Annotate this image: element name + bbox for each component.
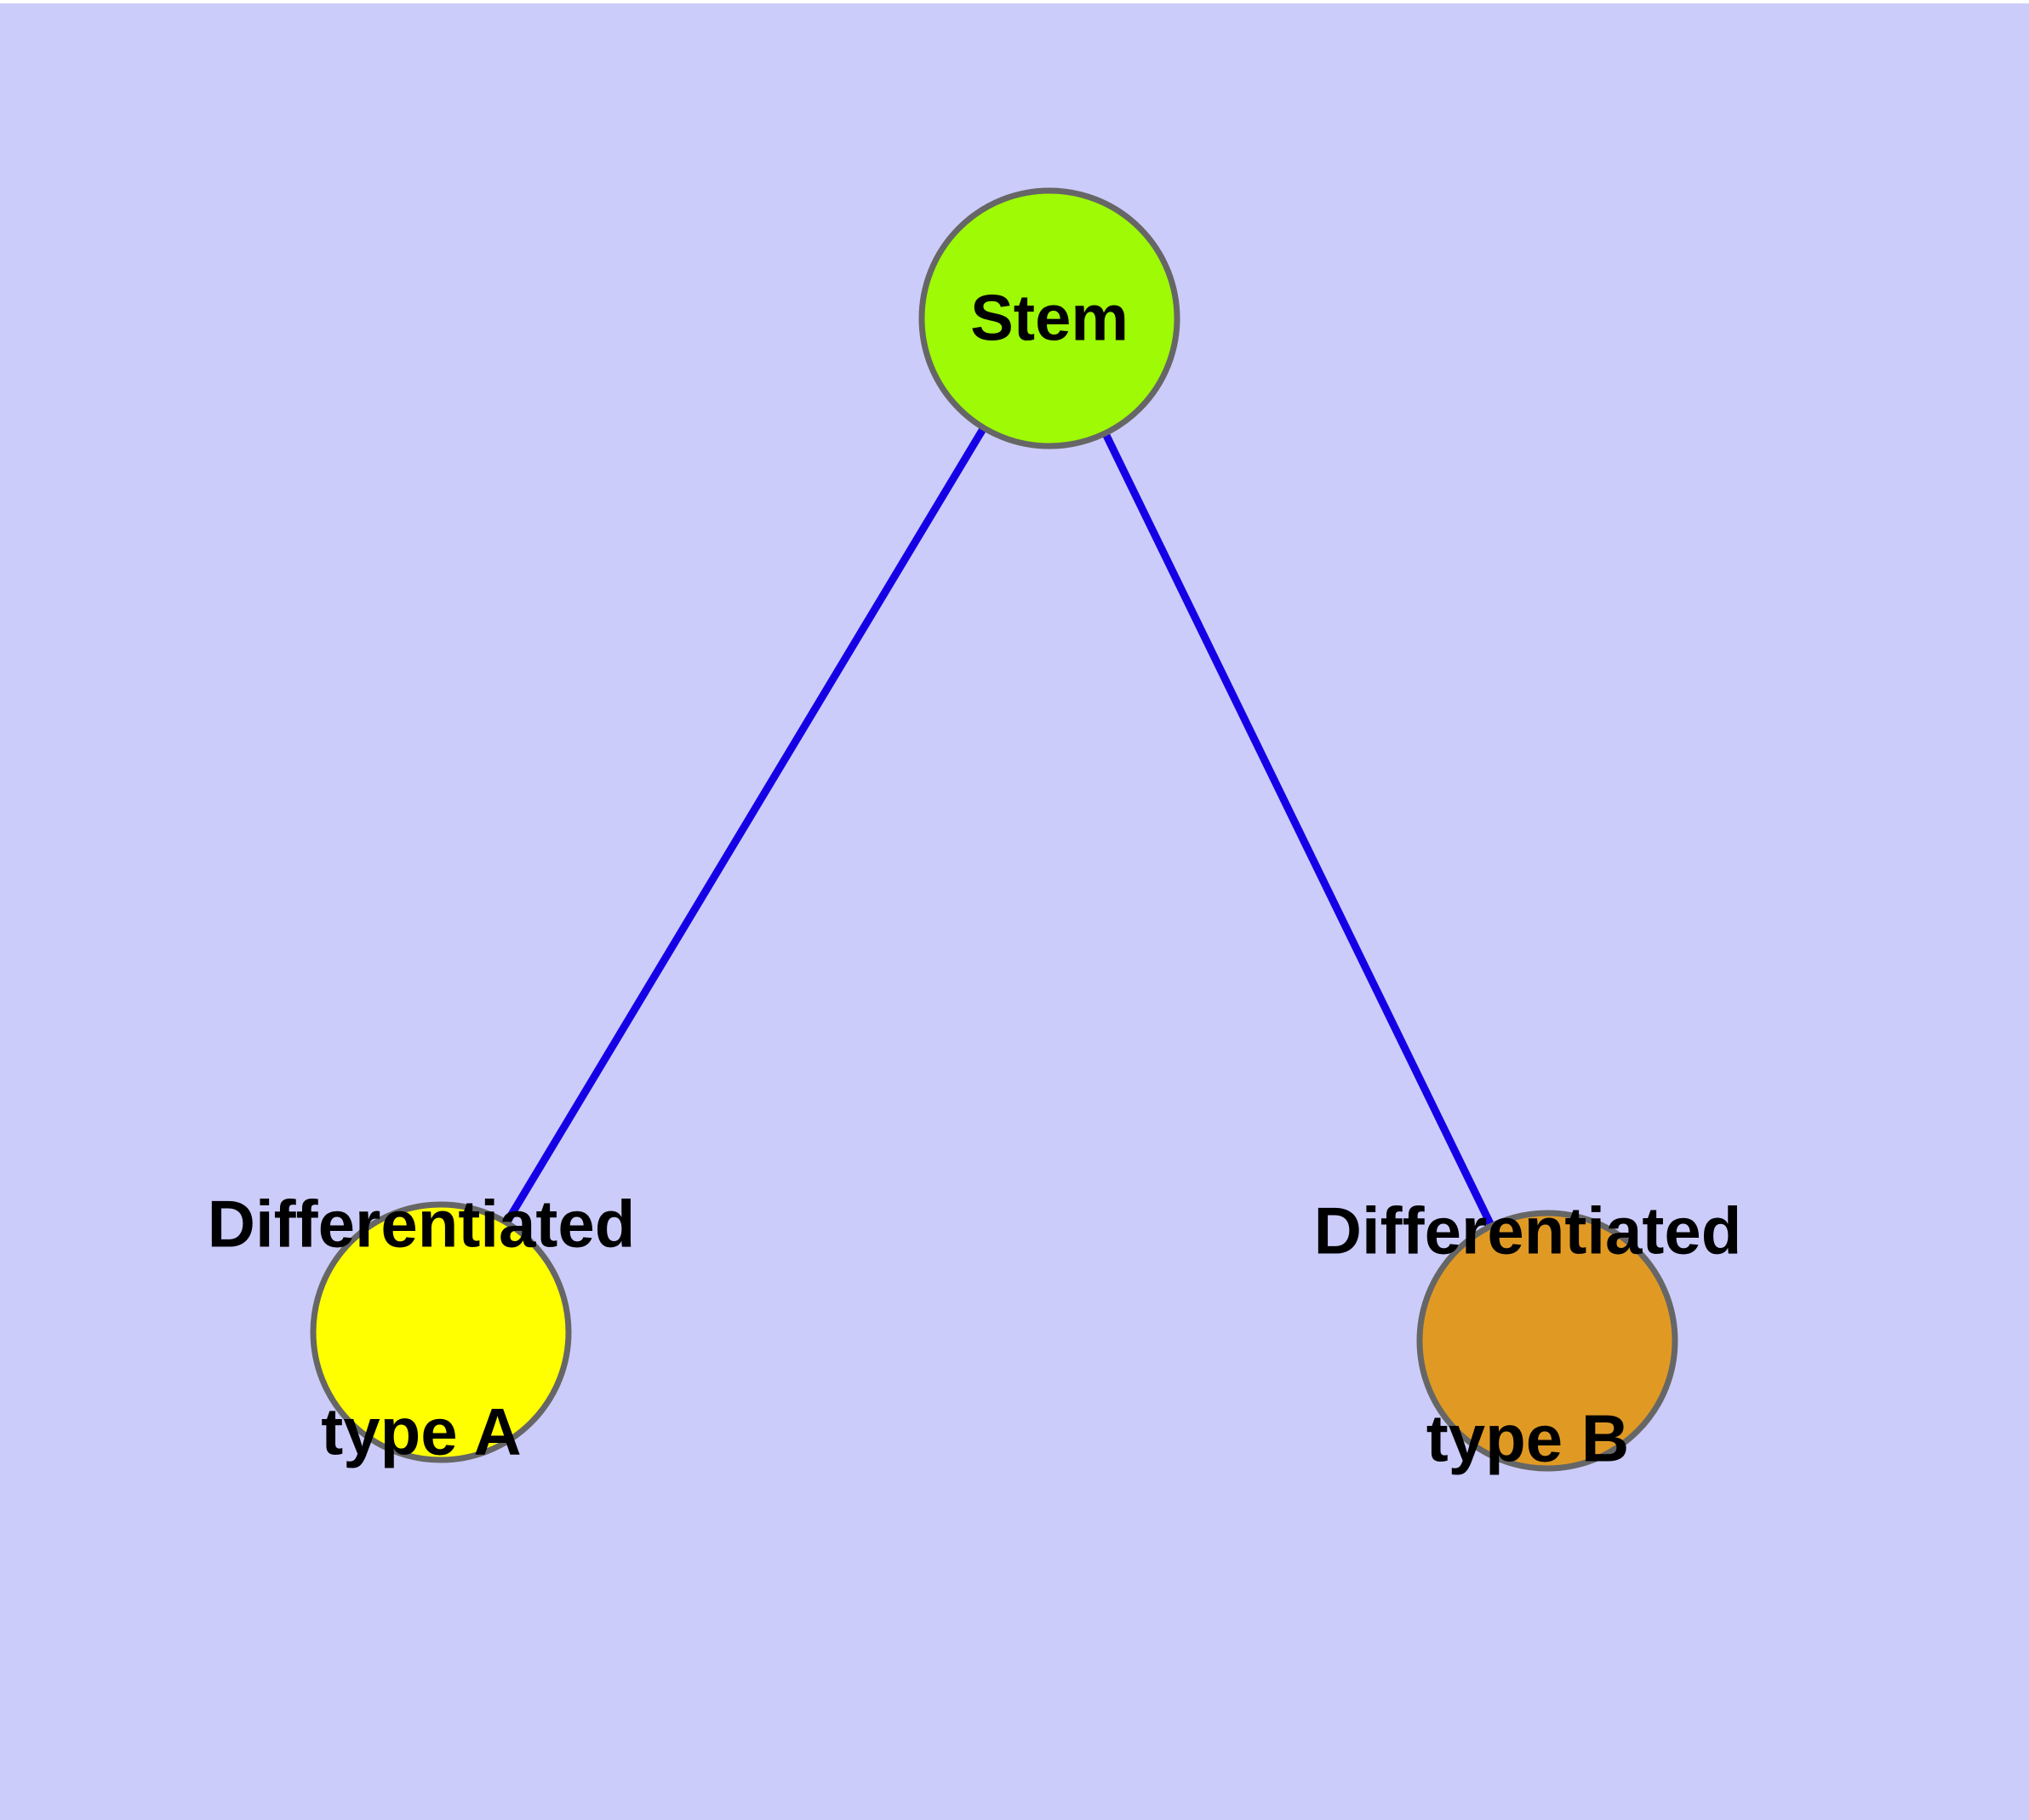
node-layer bbox=[310, 187, 1678, 1472]
node-differentiated-type-b[interactable] bbox=[1416, 1210, 1678, 1472]
edge-layer bbox=[437, 316, 1552, 1342]
edge-stem-to-type-b bbox=[1045, 317, 1552, 1342]
node-differentiated-type-a[interactable] bbox=[310, 1201, 572, 1463]
node-stem[interactable] bbox=[918, 187, 1180, 449]
edge-stem-to-type-a bbox=[437, 316, 1053, 1335]
